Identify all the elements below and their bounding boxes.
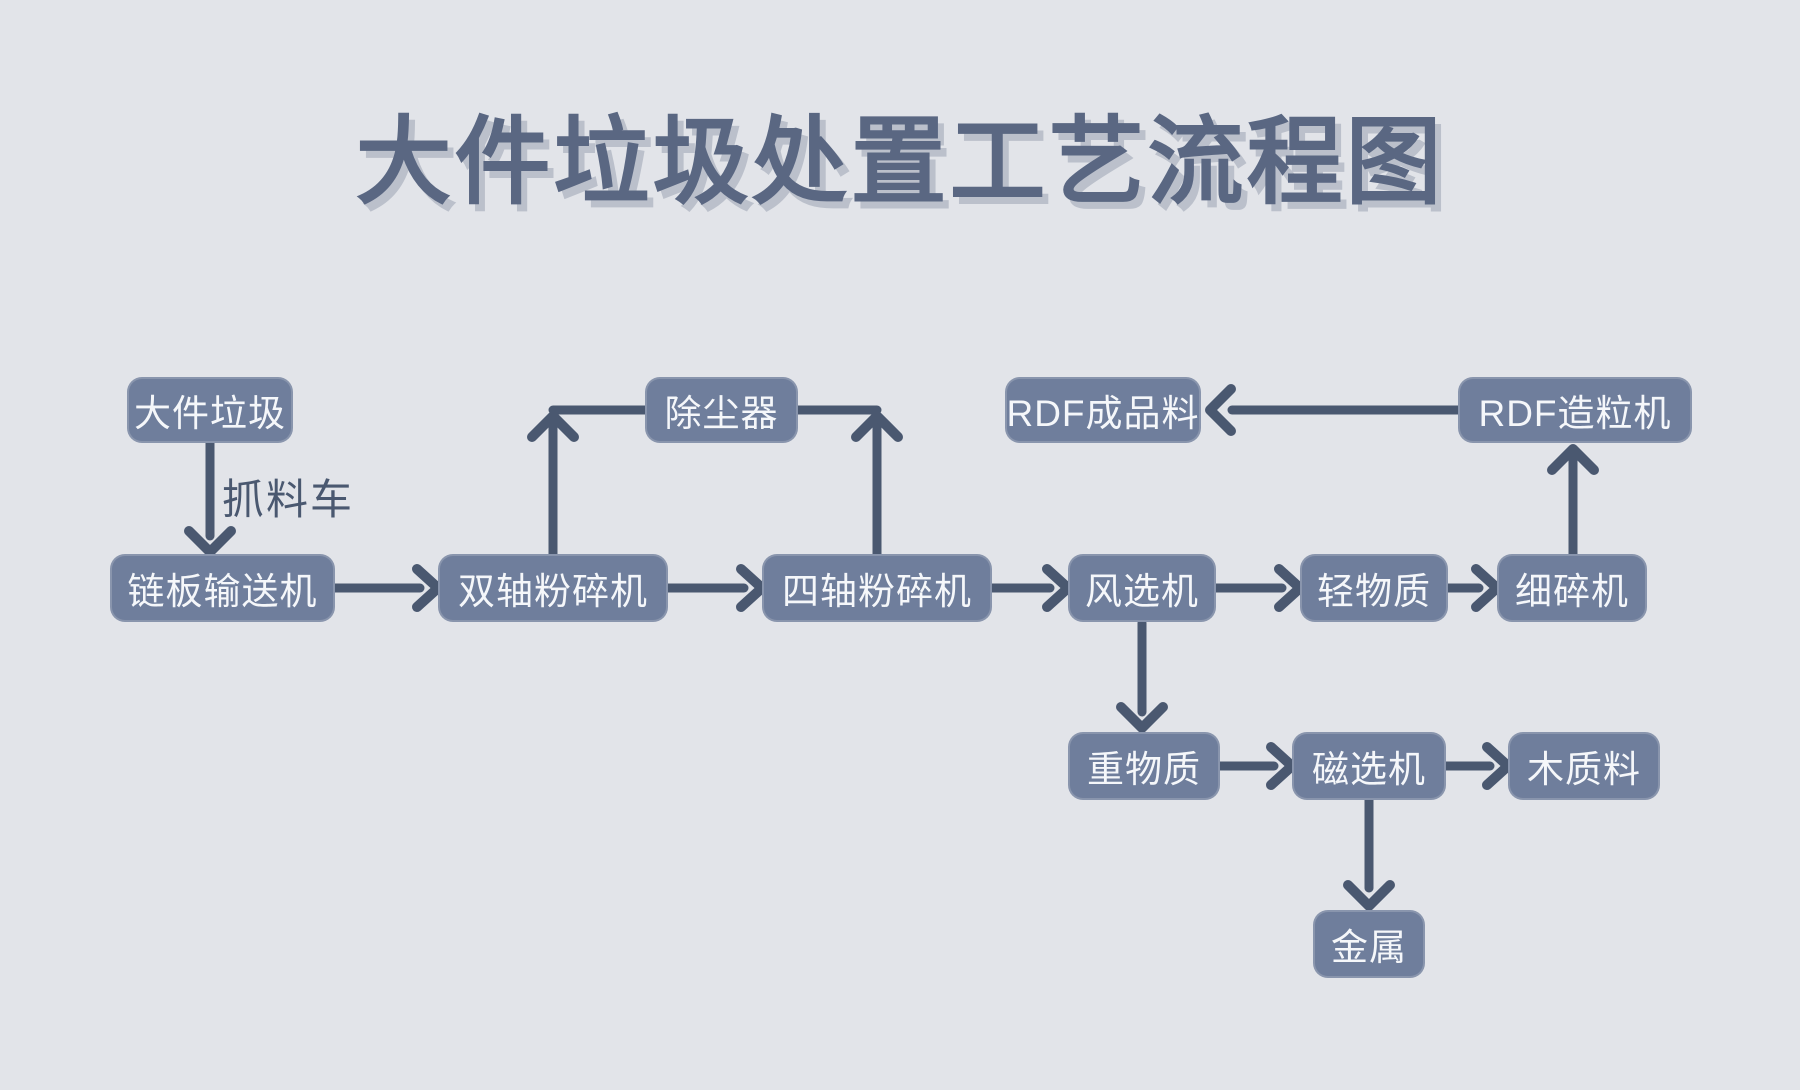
edge-rdf-granulator-rdf-product: [1205, 384, 1463, 436]
node-fine-crusher: 细碎机: [1497, 554, 1647, 622]
node-heavy-material: 重物质: [1068, 732, 1220, 800]
edge-air-separator-heavy-material: [1116, 618, 1168, 733]
edge-air-separator-light-material: [1211, 564, 1305, 612]
node-chain-plate-conveyor: 链板输送机: [110, 554, 335, 622]
node-rdf-granulator: RDF造粒机: [1458, 377, 1692, 443]
edge-four-shaft-shredder-air-separator: [987, 564, 1073, 612]
node-wood-material: 木质料: [1508, 732, 1660, 800]
edge-four-shaft-shredder-dust-collector: [793, 405, 903, 559]
edge-chain-plate-conveyor-double-shaft-shredder: [330, 564, 443, 612]
edge-double-shaft-shredder-four-shaft-shredder: [663, 564, 767, 612]
edge-bulky-waste-chain-plate-conveyor: [184, 438, 236, 557]
edge-magnetic-separator-wood-material: [1441, 742, 1513, 790]
node-rdf-product: RDF成品料: [1005, 377, 1201, 443]
node-air-separator: 风选机: [1068, 554, 1216, 622]
edge-magnetic-separator-metal: [1343, 795, 1395, 911]
diagram-title: 大件垃圾处置工艺流程图: [355, 109, 1445, 216]
node-dust-collector: 除尘器: [645, 377, 798, 443]
node-four-shaft-shredder: 四轴粉碎机: [762, 554, 992, 622]
node-bulky-waste: 大件垃圾: [127, 377, 293, 443]
node-light-material: 轻物质: [1300, 554, 1448, 622]
node-double-shaft-shredder: 双轴粉碎机: [438, 554, 668, 622]
edge-fine-crusher-rdf-granulator: [1547, 444, 1599, 559]
edge-double-shaft-shredder-dust-collector: [527, 405, 650, 559]
node-magnetic-separator: 磁选机: [1292, 732, 1446, 800]
edge-heavy-material-magnetic-separator: [1215, 742, 1297, 790]
edge-label-grab-truck: 抓料车: [222, 476, 355, 523]
node-metal: 金属: [1313, 910, 1425, 978]
edge-light-material-fine-crusher: [1443, 564, 1502, 612]
